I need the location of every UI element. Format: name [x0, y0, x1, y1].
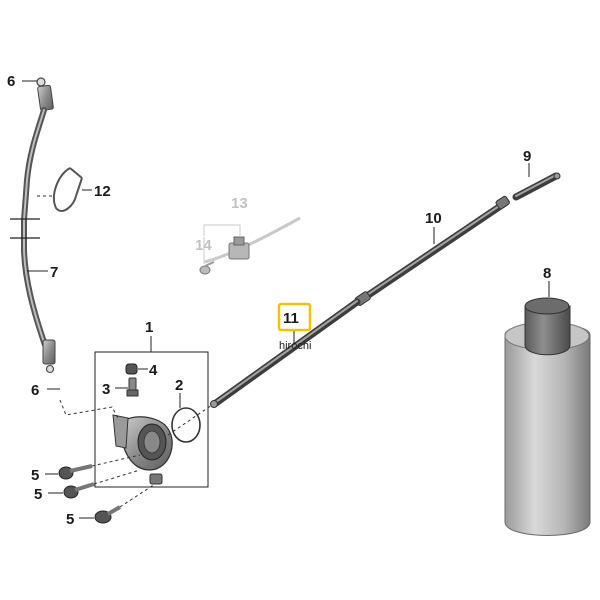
cable-tie-strap — [69, 167, 83, 179]
dash-o-ring-to-pipe — [167, 404, 213, 436]
label-4: 4 — [149, 362, 158, 379]
screw-5b — [63, 482, 95, 499]
leader-lines — [22, 80, 550, 519]
pipe-10-highlight — [366, 201, 506, 296]
screw-5c-head — [94, 510, 112, 524]
bleeder-cap — [125, 363, 138, 375]
bottle-body — [504, 323, 591, 536]
o-ring — [171, 407, 201, 443]
label-7: 7 — [50, 264, 58, 281]
label-10: 10 — [425, 210, 442, 227]
pipe-11-highlight — [215, 300, 358, 403]
screw-14-head — [199, 265, 211, 275]
screw-14-shaft — [204, 261, 215, 267]
label-1: 1 — [145, 319, 153, 336]
top-hose-fitting — [37, 84, 54, 111]
top-banjo-fitting — [36, 77, 46, 87]
cable-tie — [52, 167, 83, 212]
label-5-c: 5 — [66, 511, 74, 528]
housing-bore-inner — [143, 430, 161, 454]
screw-5c-shaft — [106, 505, 122, 516]
hose-assembly — [10, 77, 56, 374]
label-14: 14 — [195, 237, 212, 254]
bottom-hose-fitting — [42, 339, 56, 365]
label-8: 8 — [543, 265, 551, 282]
dash-screw-5c — [119, 483, 156, 508]
screw-5b-head — [63, 485, 79, 499]
label-3: 3 — [102, 381, 110, 398]
bottle-cap-top — [524, 297, 570, 315]
fluid-bottle — [504, 297, 591, 536]
label-2: 2 — [175, 377, 183, 394]
screws — [58, 464, 122, 524]
pipe-9-highlight — [515, 174, 557, 197]
pipe-9-end — [553, 172, 561, 180]
bleeder-valve-base — [126, 389, 139, 397]
screw-5a — [58, 464, 93, 480]
dash-screw-5a — [91, 454, 141, 467]
faded-clip-group — [199, 216, 301, 275]
housing-lug — [149, 473, 163, 485]
dash-6b-to-housing — [59, 399, 119, 419]
pipe-assembly — [210, 172, 561, 408]
housing-lever — [112, 414, 129, 449]
highlight-box-11 — [277, 302, 312, 332]
screw-5a-shaft — [69, 464, 93, 473]
label-9: 9 — [523, 148, 531, 165]
screw-5c — [94, 505, 122, 524]
pipe-11-end — [210, 400, 218, 408]
label-5-b: 5 — [34, 486, 42, 503]
label-5-a: 5 — [31, 467, 39, 484]
alignment-lines — [37, 195, 213, 508]
watermark-text: hirochi — [279, 340, 311, 352]
label-11: 11 — [283, 310, 299, 327]
clip-13-tab — [233, 236, 245, 246]
bottle-cap — [524, 305, 571, 356]
part-labels: 6 12 7 6 1 4 3 2 5 5 5 11 hirochi 10 9 8… — [7, 73, 551, 528]
dash-screw-5b — [93, 469, 141, 485]
bottom-banjo-fitting — [45, 364, 55, 374]
label-6-bottom: 6 — [31, 382, 39, 399]
label-6-top: 6 — [7, 73, 15, 90]
hose-tube-highlight — [23, 109, 46, 346]
leader-13 — [203, 224, 241, 237]
label-12: 12 — [94, 183, 111, 200]
cable-tie-loop — [52, 167, 83, 212]
pipe-10-end-collar — [495, 195, 510, 210]
label-13: 13 — [231, 195, 248, 212]
screw-5b-shaft — [74, 482, 95, 492]
screw-5a-head — [58, 466, 74, 480]
